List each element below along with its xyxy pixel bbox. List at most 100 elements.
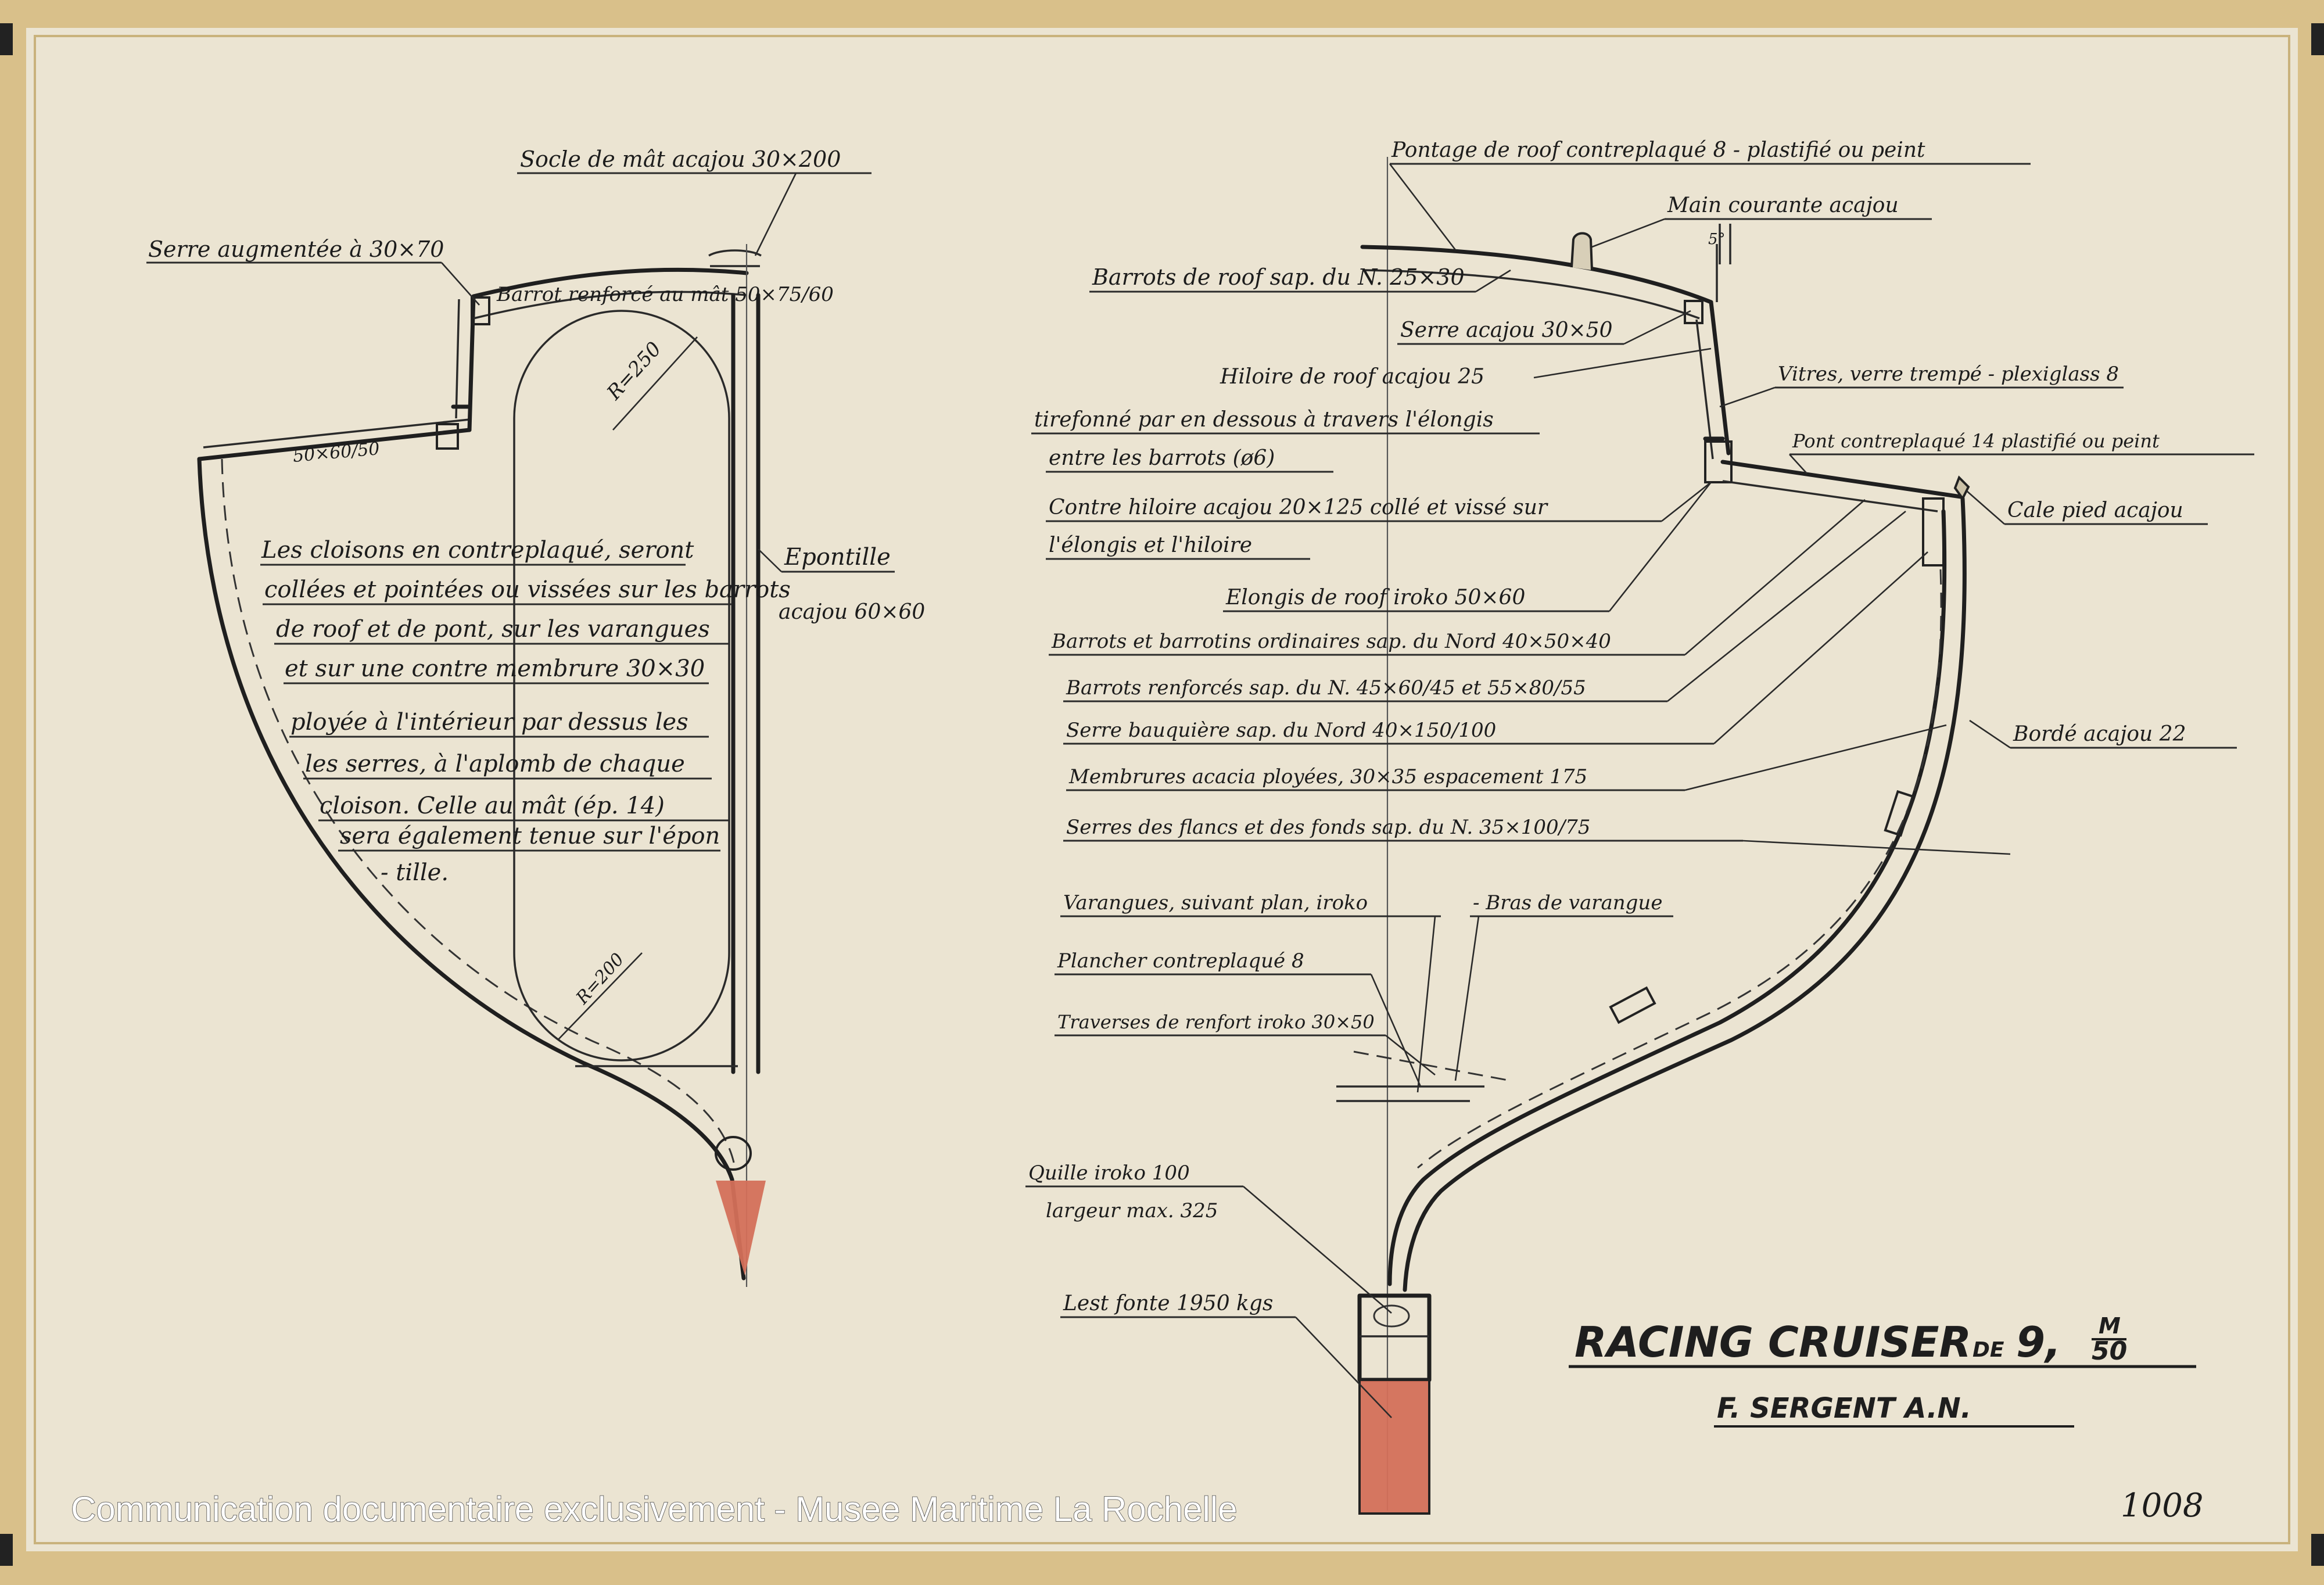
note-line-5: ployée à l'intérieur par dessus les	[290, 709, 688, 736]
right-leader-main-courante	[1591, 218, 1665, 248]
right-leader-barrots-ord	[1684, 499, 1866, 655]
corner-mark-tl	[0, 23, 13, 55]
left-r250-leader	[612, 336, 698, 431]
right-label-main-courante: Main courante acajou	[1667, 193, 1899, 217]
right-leader-bras	[1454, 916, 1480, 1081]
right-leader-vitres	[1719, 386, 1776, 408]
left-deck-beam-block	[436, 423, 459, 450]
right-keel-grain	[1373, 1304, 1410, 1328]
right-label-contre-hiloire-2: l'élongis et l'hiloire	[1049, 533, 1252, 557]
right-section-drawing	[1336, 157, 1970, 1515]
left-leader-epontille	[758, 548, 782, 572]
right-stringer-2	[1609, 986, 1656, 1024]
note-line-9: - tille.	[381, 859, 449, 886]
title-size: 9,	[2016, 1318, 2061, 1367]
left-label-epontille-2: acajou 60×60	[779, 600, 925, 624]
right-lead-ballast	[1360, 1380, 1429, 1514]
right-leader-membrures	[1684, 724, 1947, 791]
right-label-tirefonne: tirefonné par en dessous à travers l'élo…	[1034, 408, 1494, 432]
right-leader-serres-flancs	[1742, 840, 2011, 855]
right-label-quille-2: largeur max. 325	[1046, 1199, 1218, 1222]
right-roof-beam-block	[1684, 300, 1703, 324]
right-label-hiloire-roof: Hiloire de roof acajou 25	[1220, 365, 1484, 389]
right-label-angle: 5°	[1708, 231, 1726, 248]
right-leader-serre-bauq	[1713, 551, 1928, 744]
right-lead-ballast-edge	[1358, 1379, 1430, 1515]
right-hull-inner	[1387, 509, 1947, 1286]
right-label-contre-hiloire: Contre hiloire acajou 20×125 collé et vi…	[1049, 496, 1548, 519]
right-label-barrots-ord: Barrots et barrotins ordinaires sap. du …	[1051, 630, 1611, 653]
right-toe-rail	[1953, 475, 1970, 501]
left-label-serre-aug: Serre augmentée à 30×70	[148, 236, 444, 262]
right-coaming-inner	[1695, 319, 1714, 460]
right-hull-outline	[1403, 496, 1967, 1292]
right-leader-barrots-renf	[1667, 510, 1906, 702]
left-cabin-roof	[471, 267, 749, 299]
left-r200-leader	[557, 952, 643, 1041]
right-handrail	[1570, 232, 1593, 271]
right-cabin-roof-under	[1365, 269, 1700, 320]
left-hull-outline	[197, 457, 746, 1281]
right-leader-pontage	[1389, 163, 1457, 250]
right-leader-borde	[1969, 719, 2011, 749]
right-leader-cale-pied	[1966, 490, 2005, 525]
left-hull-inner	[221, 458, 736, 1168]
left-label-epontille: Epontille	[784, 544, 891, 571]
note-line-2: collées et pointées ou vissées sur les b…	[264, 576, 791, 603]
right-cabin-roof	[1360, 245, 1713, 304]
right-label-entre: entre les barrots (ø6)	[1049, 446, 1275, 470]
right-leader-lest	[1295, 1317, 1392, 1418]
right-label-pont: Pont contreplaqué 14 plastifié ou peint	[1792, 430, 2160, 452]
left-leader-serre-aug	[441, 262, 480, 306]
right-leader-elongis	[1608, 482, 1712, 612]
right-label-borde: Bordé acajou 22	[2013, 722, 2186, 746]
note-line-7: cloison. Celle au mât (ép. 14)	[320, 792, 665, 819]
left-deck	[197, 428, 472, 461]
left-section-drawing	[197, 244, 766, 1287]
right-label-barrots-roof: Barrots de roof sap. du N. 25×30	[1092, 264, 1465, 290]
right-deck	[1720, 460, 1963, 499]
right-label-serre-bauq: Serre bauquière sap. du Nord 40×150/100	[1066, 719, 1496, 742]
title-de: DE	[1972, 1338, 2004, 1362]
left-label-barrot-renf: Barrot renforcé au mât 50×75/60	[496, 283, 834, 306]
right-leader-plancher	[1370, 974, 1422, 1087]
right-leader-hiloire-roof	[1533, 347, 1712, 379]
note-line-8: sera également tenue sur l'épon	[340, 823, 720, 849]
right-leader-quille	[1243, 1186, 1392, 1314]
right-label-serres-flancs: Serres des flancs et des fonds sap. du N…	[1066, 816, 1590, 839]
right-label-serre-acajou: Serre acajou 30×50	[1400, 318, 1612, 342]
right-label-elongis: Elongis de roof iroko 50×60	[1225, 586, 1525, 609]
right-plank-dash	[1353, 1050, 1511, 1082]
title-unit-top: M	[2099, 1313, 2121, 1339]
right-coaming	[1709, 300, 1731, 456]
left-mast-step	[708, 249, 762, 257]
right-label-cale-pied: Cale pied acajou	[2007, 499, 2183, 522]
left-deck-under	[203, 418, 470, 449]
paper-border-line	[34, 35, 2290, 1544]
right-label-traverses: Traverses de renfort iroko 30×50	[1057, 1011, 1375, 1033]
title-block: RACING CRUISER DE 9, M 50 F. SERGENT A.N…	[1569, 1313, 2196, 1428]
right-leader-contre-hiloire	[1661, 481, 1712, 522]
title-main: RACING CRUISER	[1575, 1318, 1971, 1367]
left-leader-socle	[754, 173, 797, 256]
right-stringer-1	[1884, 790, 1915, 837]
left-roof-beam-block	[471, 296, 490, 325]
note-line-6: les serres, à l'aplomb de chaque	[305, 751, 685, 777]
note-line-1: Les cloisons en contreplaqué, seront	[261, 537, 694, 564]
watermark-text: Communication documentaire exclusivement…	[71, 1490, 1238, 1529]
right-label-vitres: Vitres, verre trempé - plexiglass 8	[1778, 363, 2119, 386]
note-line-3: de roof et de pont, sur les varangues	[276, 616, 710, 643]
right-label-membrures: Membrures acacia ployées, 30×35 espaceme…	[1068, 765, 1587, 788]
left-keel-timber	[715, 1136, 752, 1171]
title-author: F. SERGENT A.N.	[1717, 1392, 1971, 1425]
left-construction-note: Les cloisons en contreplaqué, seront col…	[260, 537, 791, 886]
right-leader-pont	[1789, 454, 1807, 474]
corner-mark-tr	[2311, 23, 2324, 55]
left-cabin-roof-under	[473, 291, 747, 320]
right-label-barrots-renf: Barrots renforcés sap. du N. 45×60/45 et…	[1066, 676, 1586, 700]
left-label-socle: Socle de mât acajou 30×200	[520, 146, 841, 172]
right-frame-line	[1417, 569, 1942, 1169]
right-deck-under	[1722, 480, 1938, 512]
plan-number: 1008	[2121, 1487, 2204, 1525]
